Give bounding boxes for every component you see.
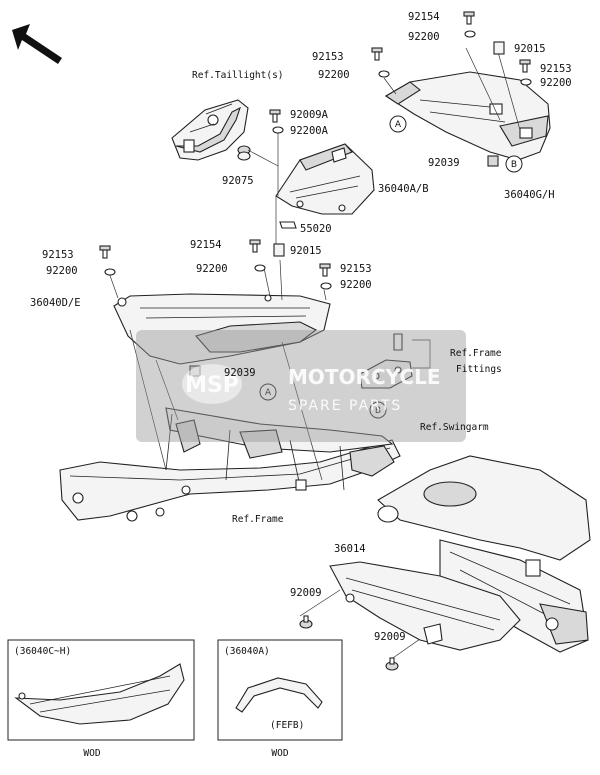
watermark-line1: MOTORCYCLE xyxy=(288,365,440,389)
inset1-color: WOD xyxy=(83,748,100,759)
label-36040GH: 36040G/H xyxy=(504,189,555,201)
subframe-part xyxy=(59,407,401,522)
label-ref-frame-fittings-2: Fittings xyxy=(456,364,502,375)
inset2-code: (FEFB) xyxy=(270,720,304,731)
grommet-92075 xyxy=(237,145,251,161)
bolt-92009A xyxy=(269,109,281,123)
label-36040AB: 36040A/B xyxy=(378,183,429,195)
label-92039-mid: 92039 xyxy=(224,367,256,379)
bolt-92153-b xyxy=(519,59,531,73)
label-ref-taillight: Ref.Taillight(s) xyxy=(192,70,284,81)
leader-lines xyxy=(107,47,521,661)
bolt-92009-b xyxy=(385,657,399,671)
svg-text:A: A xyxy=(395,120,402,130)
inset-36040C-H: (36040C~H) WOD xyxy=(7,639,195,759)
bolt-92154-mid xyxy=(249,239,261,253)
label-92015-mid: 92015 xyxy=(290,245,322,257)
label-92009-a: 92009 xyxy=(290,587,322,599)
label-92153-b: 92153 xyxy=(540,63,572,75)
inset-36040A: (36040A) (FEFB) WOD xyxy=(217,639,343,759)
label-92200-c: 92200 xyxy=(46,265,78,277)
cover-36040GH xyxy=(384,71,551,161)
washer-92200-e xyxy=(320,282,332,290)
svg-text:A: A xyxy=(265,388,272,398)
label-92153-c: 92153 xyxy=(42,249,74,261)
label-92153-d: 92153 xyxy=(340,263,372,275)
washer-92200A xyxy=(272,126,284,134)
label-ref-swingarm: Ref.Swingarm xyxy=(420,422,489,433)
swingarm-part xyxy=(377,455,591,653)
label-92009-b: 92009 xyxy=(374,631,406,643)
svg-text:B: B xyxy=(375,406,381,416)
chain-guard-36014 xyxy=(329,561,521,651)
cover-36040AB xyxy=(275,143,375,215)
cover-36040DE xyxy=(113,293,331,365)
label-92154-top: 92154 xyxy=(408,11,440,23)
label-92154-mid: 92154 xyxy=(190,239,222,251)
label-ref-frame-fittings-1: Ref.Frame xyxy=(450,348,502,359)
bolt-92153-d xyxy=(319,263,331,277)
inset2-title: (36040A) xyxy=(224,646,270,657)
inset2-color: WOD xyxy=(271,748,288,759)
collar-92015-mid xyxy=(273,243,285,257)
label-36040DE: 36040D/E xyxy=(30,297,81,309)
clip-55020 xyxy=(279,221,297,229)
label-92200-top: 92200 xyxy=(408,31,440,43)
label-92039-top: 92039 xyxy=(428,157,460,169)
callout-A-top: A xyxy=(389,115,407,133)
label-92200A: 92200A xyxy=(290,125,329,137)
washer-92200-d xyxy=(254,264,266,272)
label-92200-b: 92200 xyxy=(540,77,572,89)
label-92075: 92075 xyxy=(222,175,254,187)
svg-text:B: B xyxy=(511,160,517,170)
label-ref-frame: Ref.Frame xyxy=(232,514,284,525)
bolt-92153-c xyxy=(99,245,111,259)
label-92200-a: 92200 xyxy=(318,69,350,81)
bolt-92154-top xyxy=(463,11,475,25)
fasteners xyxy=(99,11,532,671)
label-92015-top: 92015 xyxy=(514,43,546,55)
washer-92200-b xyxy=(520,78,532,86)
label-36014: 36014 xyxy=(334,543,366,555)
label-92009A: 92009A xyxy=(290,109,329,121)
inset1-title: (36040C~H) xyxy=(14,646,71,657)
bolt-92009-a xyxy=(299,615,313,629)
label-92153-a: 92153 xyxy=(312,51,344,63)
nut-92039-top xyxy=(487,155,499,167)
collar-92015-top xyxy=(493,41,505,55)
label-92200-e: 92200 xyxy=(340,279,372,291)
taillight-part xyxy=(171,99,249,161)
bolt-92153-a xyxy=(371,47,383,61)
watermark-line2: SPARE PARTS xyxy=(288,398,402,414)
washer-92200-a xyxy=(378,70,390,78)
front-direction-arrow-icon xyxy=(12,24,62,64)
label-55020: 55020 xyxy=(300,223,332,235)
washer-92200-top xyxy=(464,30,476,38)
callout-B-top: B xyxy=(505,155,523,173)
callout-A-frame: A xyxy=(259,383,277,401)
washer-92200-c xyxy=(104,268,116,276)
watermark-logo: MSP xyxy=(185,373,239,398)
callout-B-frame: B xyxy=(369,401,387,419)
watermark: MSP MOTORCYCLE SPARE PARTS xyxy=(136,330,466,442)
frame-fittings-part xyxy=(359,333,413,389)
label-92200-d: 92200 xyxy=(196,263,228,275)
